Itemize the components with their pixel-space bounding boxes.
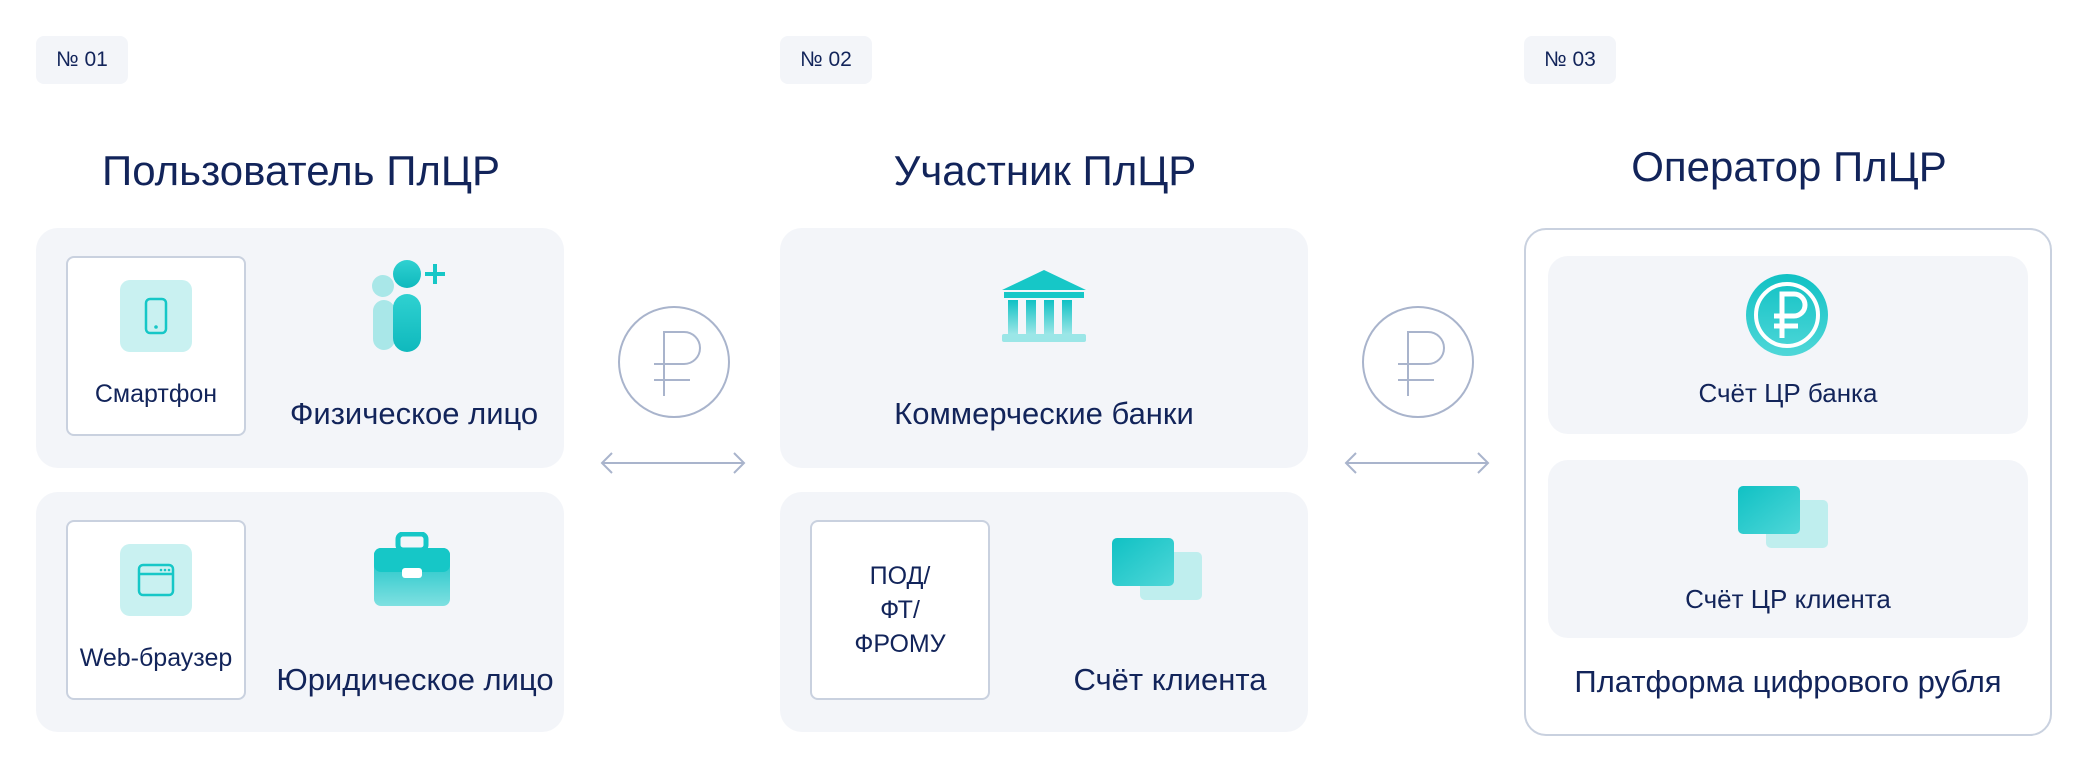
card-aml-cft: ПОД/ ФТ/ ФРОМУ [810,520,990,700]
label-individual: Физическое лицо [289,396,539,431]
card-web-browser: Web-браузер [66,520,246,700]
ruble-sign-icon [1360,304,1476,425]
accounts-icon [1110,536,1206,609]
bank-building-icon [1000,268,1088,349]
step-badge-02: № 02 [780,36,872,84]
double-arrow-icon [598,448,748,483]
accounts-icon [1736,484,1832,557]
column-title-operator: Оператор ПлЦР [1631,143,1947,190]
panel-individual: Смартфон Физическое лицо [36,228,564,468]
aml-line-1: ПОД/ [869,562,931,590]
card-label-web-browser: Web-браузер [79,644,233,672]
briefcase-icon [372,531,452,613]
ruble-sign-icon [616,304,732,425]
aml-line-3: ФРОМУ [854,630,946,658]
step-badge-01: № 01 [36,36,128,84]
card-smartphone: Смартфон [66,256,246,436]
browser-window-icon [120,544,192,616]
step-badge-03: № 03 [1524,36,1616,84]
label-bank-cr-account: Счёт ЦР банка [1698,378,1878,408]
column-title-participant: Участник ПлЦР [893,147,1197,194]
aml-line-2: ФТ/ [880,596,920,624]
label-commercial-banks: Коммерческие банки [894,396,1194,431]
section-client-cr-account: Счёт ЦР клиента [1548,460,2028,638]
panel-legal-entity: Web-браузер Юридическое лицо [36,492,564,732]
panel-client-account: ПОД/ ФТ/ ФРОМУ Счёт клиента [780,492,1308,732]
panel-digital-ruble-platform: Счёт ЦР банка Счёт ЦР клиента Платформа … [1524,228,2052,736]
card-label-smartphone: Смартфон [94,380,218,408]
label-digital-ruble-platform: Платформа цифрового рубля [1574,664,2002,699]
section-bank-cr-account: Счёт ЦР банка [1548,256,2028,434]
person-add-icon [371,258,461,363]
ruble-coin-icon [1744,272,1830,363]
double-arrow-icon [1342,448,1492,483]
column-title-user: Пользователь ПлЦР [102,147,500,194]
label-legal-entity: Юридическое лицо [276,662,554,697]
panel-commercial-banks: Коммерческие банки [780,228,1308,468]
label-client-account: Счёт клиента [1073,662,1267,697]
smartphone-icon [120,280,192,352]
label-client-cr-account: Счёт ЦР клиента [1685,584,1891,614]
